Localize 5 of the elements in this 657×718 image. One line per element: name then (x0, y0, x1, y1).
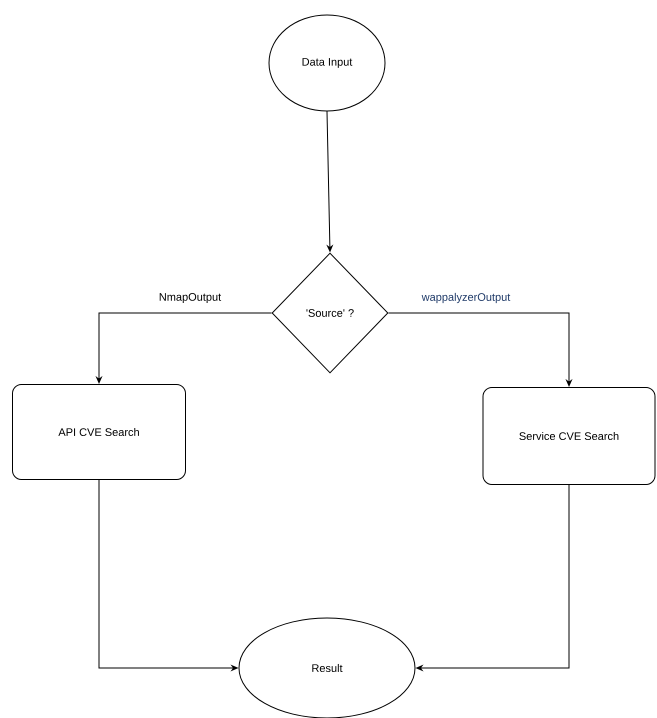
ellipse-node: Data Input (268, 14, 386, 112)
edge-label: NmapOutput (160, 293, 222, 303)
edge-label: wappalyzerOutput (422, 292, 510, 304)
process-box: API CVE Search (12, 384, 186, 480)
process-box: Service CVE Search (482, 387, 656, 485)
